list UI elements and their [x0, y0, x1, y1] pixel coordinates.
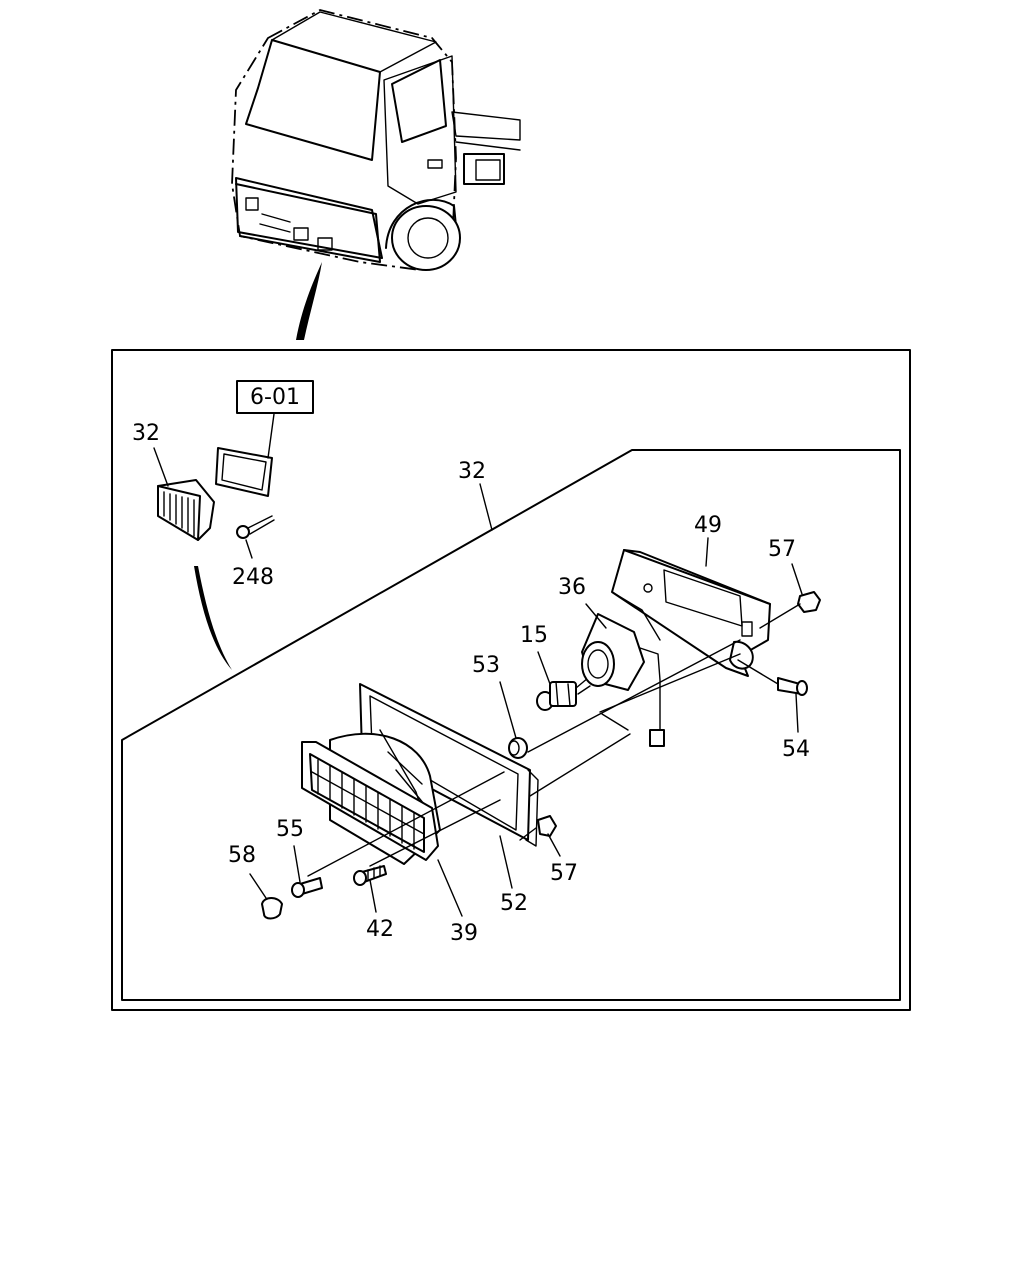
part-53-grommet: [508, 737, 528, 759]
callout-53: 53: [472, 653, 500, 678]
callout-39: 39: [450, 921, 478, 946]
fog-lamp-small-assembly: [157, 447, 275, 541]
reference-box-label: 6-01: [250, 385, 300, 410]
callout-57-bottom: 57: [550, 861, 578, 886]
part-57-nut-top: [797, 591, 821, 613]
assembly-guide-lines: [307, 603, 801, 877]
truck-cab-illustration: [231, 9, 521, 271]
detail-frame: [111, 349, 911, 1011]
part-52-mounting-frame: [359, 683, 539, 847]
part-58-cap: [261, 897, 283, 920]
part-55-screw: [291, 877, 323, 898]
reference-box[interactable]: 6-01: [236, 380, 314, 414]
pointer-arrow-left: [194, 566, 232, 670]
callout-36: 36: [558, 575, 586, 600]
part-15-bulb: [536, 677, 591, 711]
callout-248: 248: [232, 565, 274, 590]
callout-52: 52: [500, 891, 528, 916]
pointer-arrow-top: [296, 262, 322, 340]
detail-subframe: [121, 449, 901, 1001]
part-36-socket: [581, 613, 665, 747]
callout-58: 58: [228, 843, 256, 868]
callout-42: 42: [366, 917, 394, 942]
leader-lines: [153, 413, 803, 917]
part-42-screw: [353, 865, 387, 886]
callout-49: 49: [694, 513, 722, 538]
callout-57-top: 57: [768, 537, 796, 562]
callout-32-small: 32: [132, 421, 160, 446]
part-57-nut-bottom: [537, 815, 557, 837]
callout-32-main: 32: [458, 459, 486, 484]
callout-54: 54: [782, 737, 810, 762]
callout-15: 15: [520, 623, 548, 648]
callout-55: 55: [276, 817, 304, 842]
part-54-bolt: [777, 677, 808, 696]
